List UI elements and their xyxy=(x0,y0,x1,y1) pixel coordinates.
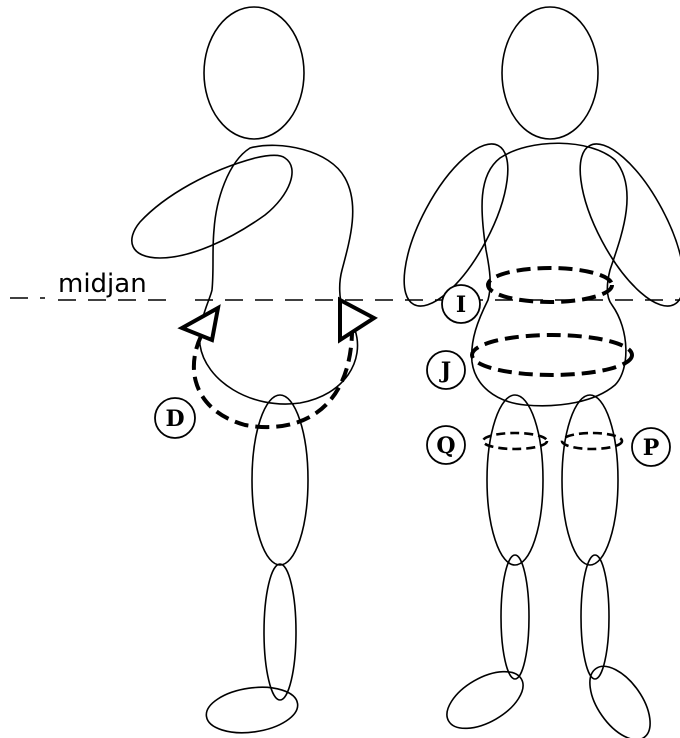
measurement-d-arrow-right xyxy=(340,300,374,340)
front-right-foot xyxy=(578,656,662,738)
midline-guide: midjan xyxy=(10,269,680,300)
front-head xyxy=(502,7,598,139)
measurement-i-ring xyxy=(488,268,612,302)
measurement-p-ring xyxy=(562,433,622,449)
measurement-q-ring xyxy=(483,433,547,449)
measurement-d-label: D xyxy=(165,406,184,432)
front-right-thigh xyxy=(562,395,618,565)
measurement-q: Q xyxy=(427,426,547,464)
measurement-i-label: I xyxy=(456,292,466,318)
front-left-foot xyxy=(438,660,533,738)
midline-label: midjan xyxy=(58,269,147,299)
measurement-j-ring xyxy=(472,335,632,375)
side-foot xyxy=(203,682,300,738)
side-torso xyxy=(200,145,358,404)
measurement-j: J xyxy=(427,335,632,389)
side-arm xyxy=(132,155,292,258)
measurement-q-label: Q xyxy=(436,433,455,459)
measurement-p-label: P xyxy=(643,435,660,461)
side-shin xyxy=(264,564,296,700)
measurement-i: I xyxy=(442,268,612,323)
front-left-shin xyxy=(501,555,529,679)
front-right-shin xyxy=(581,555,609,679)
measurement-d-curve xyxy=(194,318,352,427)
side-view-figure xyxy=(132,7,358,738)
measurement-j-label: J xyxy=(439,358,451,384)
measurement-d: D xyxy=(155,300,374,438)
front-left-thigh xyxy=(487,395,543,565)
front-right-arm xyxy=(560,130,680,321)
side-head xyxy=(204,7,304,139)
measurement-d-arrow-left xyxy=(182,308,218,340)
measurement-p: P xyxy=(562,428,670,466)
